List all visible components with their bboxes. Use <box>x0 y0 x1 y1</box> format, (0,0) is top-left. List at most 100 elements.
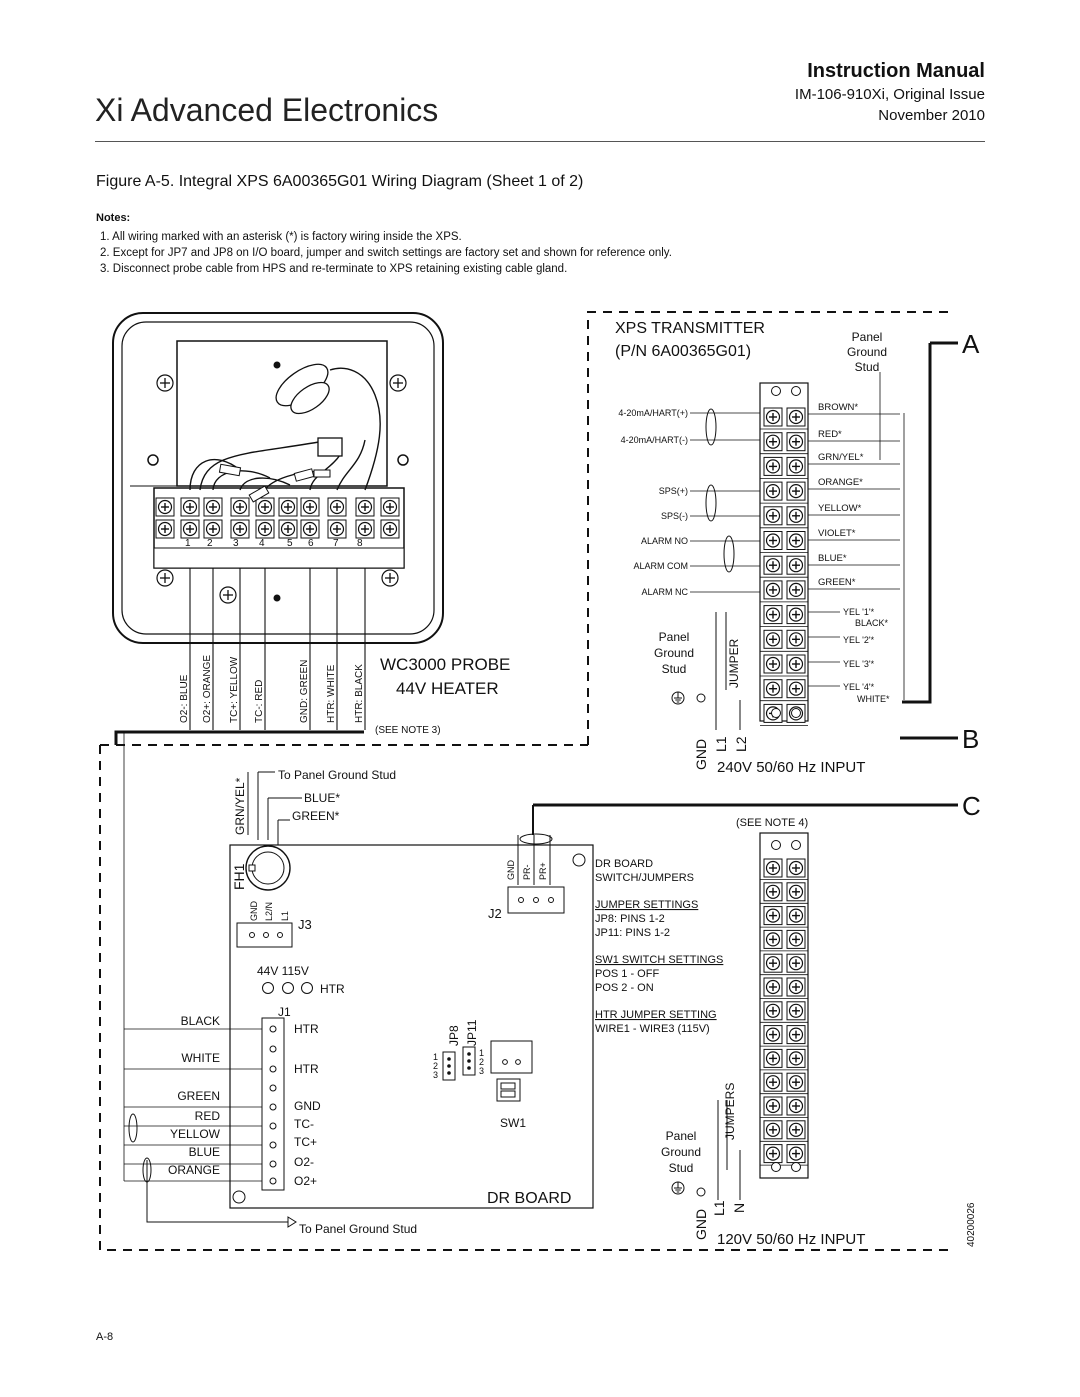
svg-text:WIRE1 - WIRE3 (115V): WIRE1 - WIRE3 (115V) <box>595 1023 710 1035</box>
jp8-jp11: JP8 JP11 1 2 3 1 2 3 SW1 <box>433 1019 533 1130</box>
dr-wire-label: WHITE <box>181 1051 220 1065</box>
svg-text:FH1: FH1 <box>231 863 247 890</box>
svg-text:Ground: Ground <box>654 646 694 660</box>
svg-text:1: 1 <box>479 1048 484 1058</box>
svg-text:PR-: PR- <box>522 864 532 880</box>
probe-wire-label: TC-: RED <box>254 680 265 723</box>
wire-label: BROWN* <box>818 402 858 413</box>
svg-text:Panel: Panel <box>659 630 690 644</box>
dr-board-settings: DR BOARD SWITCH/JUMPERS JUMPER SETTINGS … <box>595 858 723 1035</box>
svg-text:To Panel Ground Stud: To Panel Ground Stud <box>278 768 396 782</box>
svg-text:POS 2 - ON: POS 2 - ON <box>595 982 654 994</box>
probe-wire-label: O2+: ORANGE <box>202 655 213 723</box>
svg-text:44V 115V: 44V 115V <box>257 964 309 978</box>
probe-terminal-number: 2 <box>207 538 213 549</box>
probe-terminal-number: 6 <box>308 538 314 549</box>
upper-terminal-strip <box>759 382 809 726</box>
yel-wire-label: YEL '2'* <box>843 635 875 645</box>
dr-wire-label: YELLOW <box>170 1127 221 1141</box>
note-item: 3. Disconnect probe cable from HPS and r… <box>100 263 568 275</box>
svg-text:GND: GND <box>693 739 709 770</box>
dr-wire-label: BLACK <box>181 1014 220 1028</box>
svg-text:L1: L1 <box>711 1200 727 1216</box>
j1-terminal-label: HTR <box>294 1022 319 1036</box>
signal-label: ALARM COM <box>633 561 688 571</box>
document-title: Xi Advanced Electronics <box>95 92 439 128</box>
lower-terminal-strip <box>759 832 809 1179</box>
section-label-b: B <box>962 724 979 754</box>
svg-text:To Panel Ground Stud: To Panel Ground Stud <box>299 1222 417 1236</box>
j1-terminal-label: O2- <box>294 1155 314 1169</box>
svg-text:L2/N: L2/N <box>264 902 274 921</box>
signal-label: ALARM NO <box>641 536 688 546</box>
probe-title: WC3000 PROBE <box>380 655 510 674</box>
j1-terminal-label: TC- <box>294 1117 314 1131</box>
probe-head <box>112 312 444 644</box>
xps-title: XPS TRANSMITTER <box>615 320 765 337</box>
signal-label: 4-20mA/HART(-) <box>621 435 688 445</box>
dr-board-label: DR BOARD <box>487 1190 571 1207</box>
j2-connector: GND PR- PR+ J2 <box>488 833 565 921</box>
fh1-area: GRN/YEL* To Panel Ground Stud BLUE* GREE… <box>231 768 396 891</box>
bottom-ground-lead: To Panel Ground Stud <box>146 1160 417 1236</box>
right-wire-labels: BROWN*RED*GRN/YEL*ORANGE*YELLOW*VIOLET*B… <box>808 372 905 704</box>
wire-label: ORANGE* <box>818 477 863 488</box>
svg-text:JUMPERS: JUMPERS <box>723 1083 737 1140</box>
figure-caption: Figure A-5. Integral XPS 6A00365G01 Wiri… <box>96 173 584 190</box>
dr-board-mounting-hole <box>232 1190 246 1204</box>
signal-label: 4-20mA/HART(+) <box>618 408 688 418</box>
svg-text:HTR JUMPER SETTING: HTR JUMPER SETTING <box>595 1009 717 1021</box>
probe-wire-label: O2-: BLUE <box>179 674 190 723</box>
manual-id: IM-106-910Xi, Original Issue <box>794 86 985 103</box>
drawing-number: 40200026 <box>966 1202 977 1247</box>
xps-part-number: (P/N 6A00365G01) <box>615 343 751 360</box>
left-signal-labels: 4-20mA/HART(+)4-20mA/HART(-)SPS(+)SPS(-)… <box>618 408 760 597</box>
wire-label: BLUE* <box>818 553 847 564</box>
probe-terminal-number: 7 <box>333 538 339 549</box>
svg-text:N: N <box>731 1203 747 1213</box>
signal-label: SPS(+) <box>659 486 688 496</box>
svg-text:POS 1 - OFF: POS 1 - OFF <box>595 968 659 980</box>
yel-wire-label: YEL '4'* <box>843 682 875 692</box>
jumper-area: JUMPER Panel Ground Stud GND L1 L2 240V … <box>654 612 865 776</box>
dr-wire-label: GREEN <box>177 1089 220 1103</box>
dr-wire-label: ORANGE <box>168 1163 220 1177</box>
svg-text:Stud: Stud <box>662 662 687 676</box>
input-120v: 120V 50/60 Hz INPUT <box>717 1231 865 1248</box>
dr-wire-label: BLUE <box>189 1145 220 1159</box>
j1-terminal-label: TC+ <box>294 1135 317 1149</box>
section-label-a: A <box>962 329 980 359</box>
yel-wire-label: WHITE* <box>857 694 890 704</box>
dr-board-outline <box>229 844 594 1209</box>
page-number: A-8 <box>96 1331 114 1343</box>
svg-text:SWITCH/JUMPERS: SWITCH/JUMPERS <box>595 872 694 884</box>
svg-text:3: 3 <box>433 1070 438 1080</box>
svg-text:Ground: Ground <box>661 1145 701 1159</box>
wire-label: VIOLET* <box>818 528 856 539</box>
panel-ground-stud-label-top: Panel Ground Stud <box>847 330 887 374</box>
svg-text:JP11: PINS 1-2: JP11: PINS 1-2 <box>595 927 670 939</box>
svg-text:J3: J3 <box>298 917 312 932</box>
svg-text:SW1 SWITCH SETTINGS: SW1 SWITCH SETTINGS <box>595 954 723 966</box>
svg-text:GND: GND <box>693 1209 709 1240</box>
svg-text:3: 3 <box>479 1066 484 1076</box>
probe-terminal-number: 1 <box>185 538 191 549</box>
yel-wire-label: BLACK* <box>855 618 889 628</box>
probe-wire-label: TC+: YELLOW <box>229 656 240 723</box>
probe-wire-label: HTR: BLACK <box>354 664 365 723</box>
yel-wire-label: YEL '1'* <box>843 607 875 617</box>
manual-date: November 2010 <box>878 107 985 124</box>
svg-text:1: 1 <box>433 1052 438 1062</box>
svg-text:DR BOARD: DR BOARD <box>595 858 653 870</box>
j1-terminal-label: O2+ <box>294 1174 317 1188</box>
note-item: 2. Except for JP7 and JP8 on I/O board, … <box>100 247 672 259</box>
svg-text:2: 2 <box>479 1057 484 1067</box>
j3-connector: GND L2/N L1 J3 <box>236 901 312 948</box>
svg-text:J1: J1 <box>278 1005 291 1019</box>
j1-terminal-label: HTR <box>294 1062 319 1076</box>
svg-text:GRN/YEL*: GRN/YEL* <box>233 777 247 835</box>
